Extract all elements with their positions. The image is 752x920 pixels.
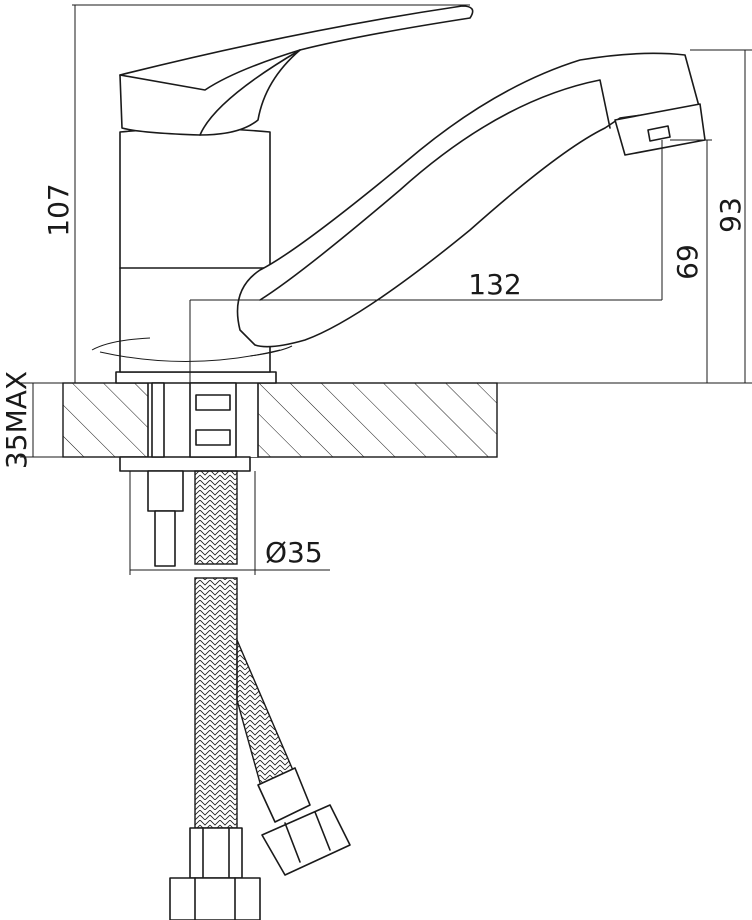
dimension-spout-top-height: 93 [714,197,747,233]
dimension-counter-thickness: 35MAX [0,371,33,469]
countertop [62,382,498,458]
dimension-total-height: 107 [42,183,75,236]
dimension-mounting-hole: Ø35 [265,536,323,569]
faucet-body [115,127,277,384]
dimension-outlet-height: 69 [671,244,704,280]
dimension-lines [20,4,752,575]
water-hoses [169,470,351,920]
lever-handle [119,5,474,136]
dimension-spout-reach: 132 [468,268,521,301]
mounting-hardware [119,382,251,567]
